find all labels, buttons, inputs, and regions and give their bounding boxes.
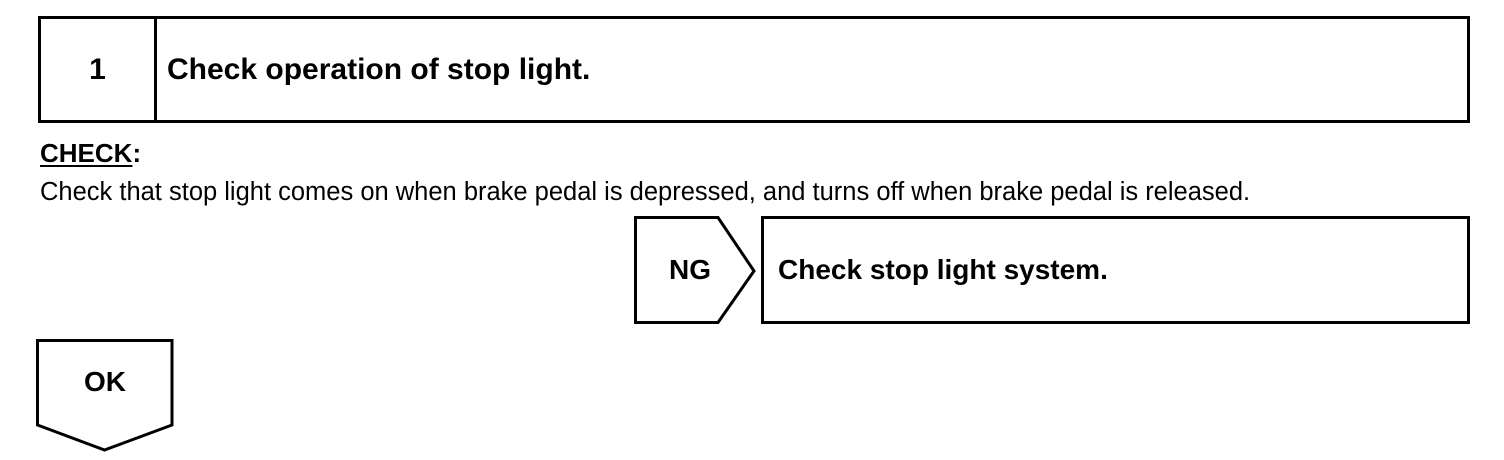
ok-label: OK (84, 366, 126, 397)
ng-arrow-shape (634, 216, 756, 324)
ng-label: NG (669, 254, 711, 285)
check-heading-colon: : (132, 138, 142, 168)
step-header-box: 1 Check operation of stop light. (38, 16, 1470, 123)
step-title: Check operation of stop light. (167, 52, 591, 86)
step-number: 1 (41, 19, 157, 120)
check-heading-label: CHECK (40, 138, 133, 168)
ng-action-text: Check stop light system. (778, 254, 1108, 285)
ok-arrow-shape (36, 339, 174, 452)
ng-action-box: Check stop light system. (761, 216, 1470, 324)
check-instruction-text: Check that stop light comes on when brak… (40, 178, 1251, 206)
check-heading: CHECK: (40, 138, 141, 168)
